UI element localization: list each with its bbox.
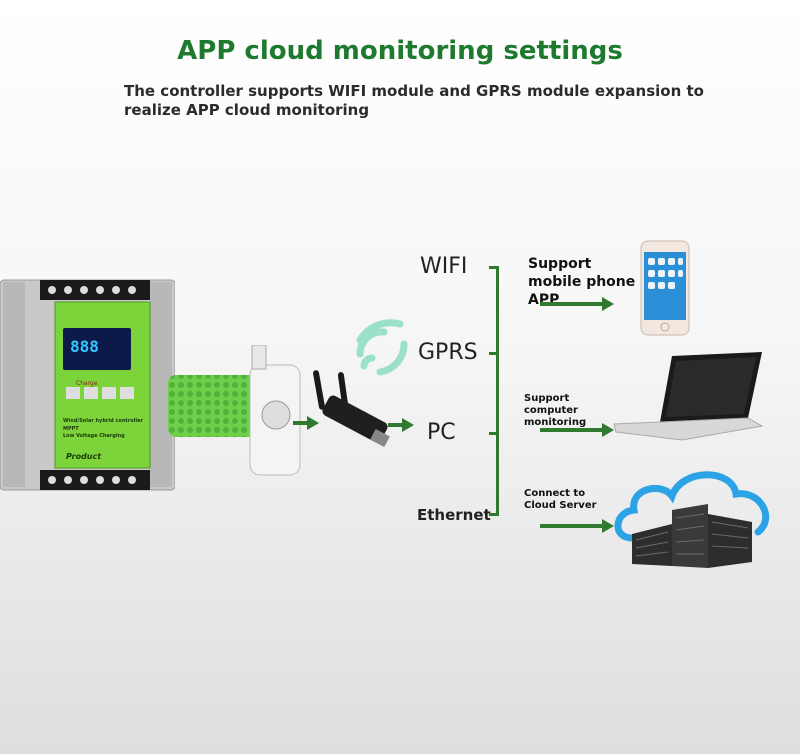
- bracket-tick-gprs: [489, 352, 499, 355]
- dump-load-resistor: [168, 344, 308, 485]
- bracket-vertical: [496, 266, 499, 516]
- destination-label-computer: Support computer monitoring: [524, 393, 587, 428]
- smartphone-icon: [640, 240, 690, 336]
- arrow-to-protocols: [388, 418, 414, 432]
- controller-panel-charging: Low Voltage Charging: [63, 433, 125, 439]
- laptop-icon: [612, 352, 764, 444]
- controller-device: 888: [0, 272, 176, 500]
- wifi-module-icon: [310, 368, 400, 458]
- arrow-to-mobile: [540, 297, 614, 311]
- protocol-ethernet: Ethernet: [417, 506, 491, 524]
- controller-panel-text: Wind/Solar hybrid controller: [63, 418, 143, 424]
- arrow-to-module: [293, 416, 319, 430]
- charge-indicator-label: Charge: [76, 380, 98, 387]
- wifi-signal-icon: [350, 318, 410, 378]
- page-title: APP cloud monitoring settings: [177, 36, 623, 66]
- bracket-tick-pc: [489, 432, 499, 435]
- protocol-wifi: WIFI: [420, 254, 468, 279]
- page-subtitle: The controller supports WIFI module and …: [124, 82, 704, 119]
- cloud-server-icon: [612, 460, 778, 572]
- protocol-gprs: GPRS: [418, 340, 478, 365]
- controller-panel-mppt: MPPT: [63, 426, 79, 432]
- svg-text:888: 888: [70, 337, 99, 356]
- arrow-to-computer: [540, 423, 614, 437]
- destination-label-cloud: Connect to Cloud Server: [524, 488, 597, 511]
- bracket-tick-wifi: [489, 266, 499, 269]
- controller-brand: Product: [66, 452, 102, 461]
- protocol-pc: PC: [427, 420, 456, 445]
- arrow-to-cloud: [540, 519, 614, 533]
- destination-label-mobile: Support mobile phone APP: [528, 256, 636, 308]
- bracket-tick-ethernet: [489, 513, 499, 516]
